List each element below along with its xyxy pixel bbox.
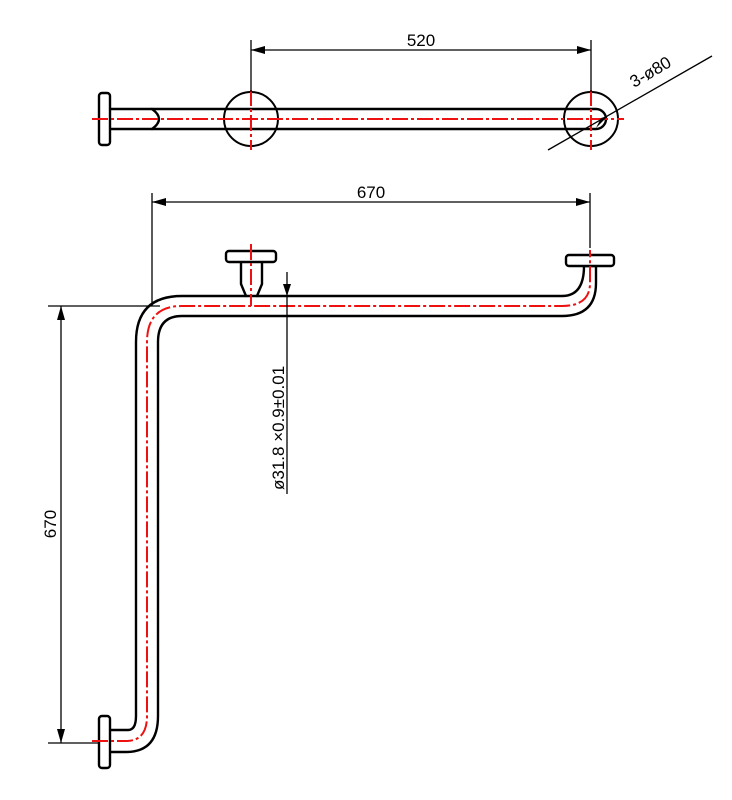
front-view: 670 670 ø31.8 ×0.9±0.01 xyxy=(41,183,616,770)
flange-diameter-arrow xyxy=(596,116,608,128)
dim-670v-label: 670 xyxy=(41,510,60,538)
flange-diameter-leader xyxy=(547,55,713,151)
front-view-centerline xyxy=(92,250,591,742)
dim-520-arrow-left xyxy=(251,46,265,54)
front-view-mid-post xyxy=(239,259,264,298)
tube-spec-label: ø31.8 ×0.9±0.01 xyxy=(269,366,288,490)
dim-520-label: 520 xyxy=(407,31,435,50)
tube-spec-arrow xyxy=(283,284,291,296)
top-view: 520 3-ø80 xyxy=(92,31,713,151)
dim-520-arrow-right xyxy=(577,46,591,54)
dim-670h-arrow-right xyxy=(576,198,590,206)
front-view-bar xyxy=(108,264,598,754)
dim-670v-arrow-bottom xyxy=(57,729,65,743)
dim-670h-arrow-left xyxy=(152,198,166,206)
flange-diameter-label: 3-ø80 xyxy=(627,53,675,92)
dim-670v-arrow-top xyxy=(57,306,65,320)
top-view-bar-bend xyxy=(150,107,161,131)
dim-670h-label: 670 xyxy=(357,183,385,202)
